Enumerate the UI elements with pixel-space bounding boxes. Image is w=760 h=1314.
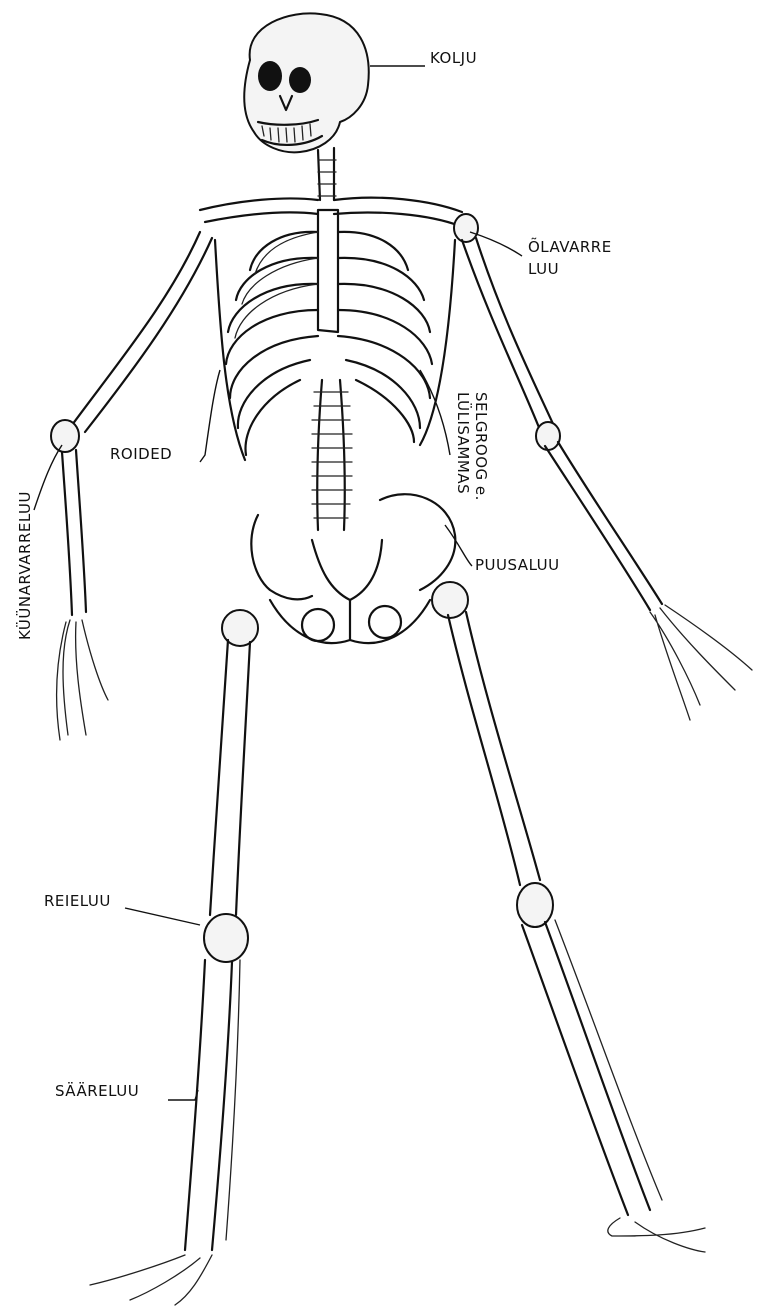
leader-spine: [420, 370, 450, 455]
label-skull: KOLJU: [430, 49, 477, 67]
right-leg: [432, 582, 705, 1252]
rib-cage: [215, 210, 455, 460]
label-tibia: SÄÄRELUU: [55, 1081, 139, 1100]
leader-femur: [125, 908, 200, 925]
right-arm: [454, 214, 752, 720]
label-forearm: KÜÜNARVARRELUU: [15, 491, 34, 640]
label-humerus-line1: ÕLAVARRE: [528, 237, 612, 256]
left-leg: [90, 610, 258, 1305]
left-arm: [51, 232, 212, 740]
pelvis: [251, 494, 455, 643]
leader-pelvis: [445, 525, 472, 566]
label-femur: REIELUU: [44, 892, 111, 910]
clavicles: [200, 198, 462, 226]
leader-ribs: [200, 370, 220, 462]
spine: [312, 148, 352, 530]
labels: KOLJU ÕLAVARRE LUU SELGROOG e. LÜLISAMMA…: [15, 49, 612, 1100]
label-humerus-line2: LUU: [528, 260, 559, 278]
label-spine-line1: SELGROOG e.: [472, 392, 490, 501]
label-ribs: ROIDED: [110, 445, 172, 463]
skull: [244, 13, 369, 152]
leader-forearm: [34, 445, 62, 510]
leader-tibia: [168, 1090, 198, 1100]
label-spine-line2: LÜLISAMMAS: [454, 392, 473, 494]
label-pelvis: PUUSALUU: [475, 556, 560, 574]
